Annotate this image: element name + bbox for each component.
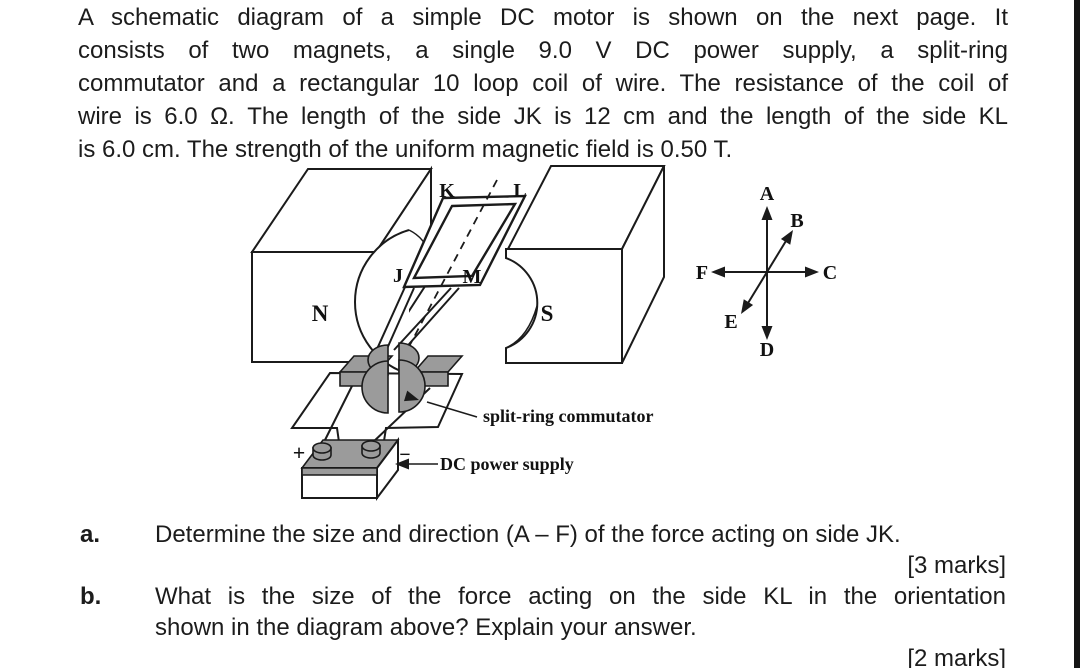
intro-paragraph: A schematic diagram of a simple DC motor… — [78, 1, 1008, 166]
battery-wire — [321, 385, 353, 447]
question-list: a. Determine the size and direction (A –… — [80, 519, 1006, 668]
battery-terminal-negative-top — [361, 440, 381, 452]
rotation-axis-dashed-line — [402, 179, 498, 359]
coil-corner-l-label: L — [513, 180, 526, 202]
north-pole-label: N — [312, 301, 329, 326]
question-b-text: shown in the diagram above? Explain your… — [155, 614, 697, 641]
commutator-leader-line — [426, 401, 478, 418]
battery-right-face — [376, 437, 399, 501]
compass-label-d: D — [760, 339, 774, 361]
compass-diagonal-line — [744, 235, 790, 309]
question-a-text: Determine the size and direction (A – F)… — [155, 521, 901, 548]
coil-inner-edge — [411, 202, 518, 280]
left-magnet-pole-cutout — [355, 230, 409, 374]
compass-arrow-up — [761, 206, 773, 220]
right-magnet-front-face — [505, 248, 623, 364]
commutator-left-half — [361, 360, 389, 414]
question-a-label: a. — [80, 521, 101, 548]
question-b: b. What is the size of the force acting … — [80, 581, 1006, 668]
compass-arrow-downleft — [741, 299, 754, 314]
compass-label-c: C — [823, 262, 837, 284]
coil-lead-wire — [393, 287, 452, 351]
intro-line: consists of two magnets, a single 9.0 V … — [78, 37, 1008, 64]
coil-lead-wire — [401, 287, 460, 353]
left-magnet: N — [250, 165, 433, 375]
intro-line: wire is 6.0 Ω. The length of the side JK… — [78, 103, 1008, 130]
power-supply-annotation-label: DC power supply — [440, 454, 574, 474]
battery-terminal-positive-top — [312, 442, 332, 454]
compass-label-f: F — [696, 262, 708, 284]
right-brush-top — [412, 355, 464, 373]
question-b-marks: [2 marks] — [907, 645, 1006, 668]
commutator-arrowhead — [404, 390, 419, 402]
compass-arrow-right — [805, 266, 819, 278]
power-supply-arrowhead — [395, 458, 409, 470]
commutator-annotation-label: split-ring commutator — [483, 406, 653, 426]
coil-loop: K L J M — [376, 179, 527, 359]
intro-line: commutator and a rectangular 10 loop coi… — [78, 70, 1008, 97]
intro-line: A schematic diagram of a simple DC motor… — [78, 4, 1008, 31]
power-supply-annotation: DC power supply — [395, 454, 574, 474]
right-magnet-pole-inner-arc — [505, 305, 538, 349]
intro-line: is 6.0 cm. The strength of the uniform m… — [78, 136, 733, 163]
coil-corner-m-label: M — [463, 266, 482, 288]
right-magnet: S — [505, 165, 666, 364]
compass-label-b: B — [790, 210, 803, 232]
battery-top-band — [301, 467, 378, 476]
question-a-marks: [3 marks] — [907, 552, 1006, 579]
commutator-annotation: split-ring commutator — [404, 390, 653, 426]
question-b-body: What is the size of the force acting on … — [155, 581, 1006, 668]
coil-lead-wire — [376, 286, 406, 350]
compass-arrow-down — [761, 326, 773, 340]
coil-corner-k-label: K — [439, 180, 455, 202]
south-pole-label: S — [541, 301, 554, 326]
coil-lead-wire — [385, 287, 415, 352]
coil-corner-j-label: J — [393, 265, 403, 287]
compass-arrow-left — [711, 266, 725, 278]
plus-terminal-label: + — [293, 440, 306, 465]
minus-terminal-label: − — [399, 444, 410, 466]
question-a: a. Determine the size and direction (A –… — [80, 519, 1006, 581]
question-b-text: What is the size of the force acting on … — [155, 583, 1006, 610]
compass-label-a: A — [760, 183, 775, 205]
compass-arrow-upright — [780, 230, 793, 245]
direction-compass: A B C D E F — [696, 183, 837, 361]
question-a-body: Determine the size and direction (A – F)… — [155, 519, 1006, 581]
question-b-label: b. — [80, 583, 102, 610]
compass-label-e: E — [724, 311, 737, 333]
scan-edge-bar — [1074, 0, 1080, 668]
battery: + − — [293, 437, 411, 501]
